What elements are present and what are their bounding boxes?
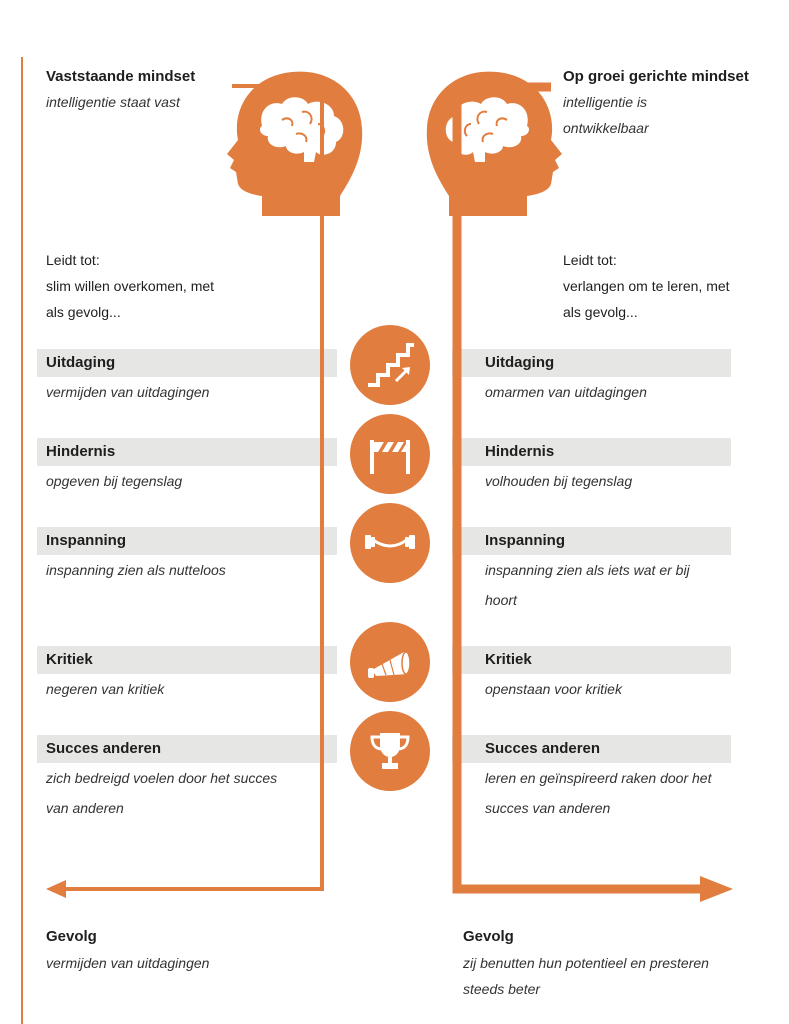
band-inspanning-left (37, 527, 337, 555)
megaphone-icon (368, 651, 411, 678)
band-succes-left (37, 735, 337, 763)
band-uitdaging-right (452, 349, 731, 377)
row-label-right: Inspanning (485, 532, 565, 549)
row-desc-right: leren en geïnspireerd raken door het suc… (485, 770, 712, 816)
trophy-icon-circle (350, 711, 430, 791)
growth-mindset-arrowhead (700, 876, 733, 902)
stairs-icon-circle (350, 325, 430, 405)
row-desc-left: negeren van kritiek (46, 681, 165, 697)
row-label-left: Uitdaging (46, 354, 116, 371)
row-label-right: Kritiek (485, 651, 532, 668)
row-desc-left: opgeven bij tegenslag (46, 473, 183, 489)
fixed-mindset-subtitle: intelligentie staat vast (46, 94, 180, 110)
band-uitdaging-left (37, 349, 337, 377)
fixed-mindset-leads-to: Leidt tot: slim willen overkomen, met al… (46, 252, 215, 320)
row-desc-left: zich bedreigd voelen door het succes van… (46, 770, 278, 816)
trophy-icon (370, 733, 410, 769)
growth-outcome-title: Gevolg (463, 928, 514, 945)
band-hindernis-left (37, 438, 337, 466)
row-label-left: Hindernis (46, 443, 116, 460)
row-label-right: Hindernis (485, 443, 555, 460)
band-hindernis-right (452, 438, 731, 466)
band-inspanning-right (452, 527, 731, 555)
growth-mindset-subtitle: intelligentie is ontwikkelbaar (563, 94, 649, 136)
row-desc-right: openstaan voor kritiek (485, 681, 622, 697)
growth-mindset-leads-to: Leidt tot: verlangen om te leren, met al… (563, 252, 730, 320)
row-desc-right: omarmen van uitdagingen (485, 384, 647, 400)
row-desc-right: volhouden bij tegenslag (485, 473, 633, 489)
row-label-left: Kritiek (46, 651, 93, 668)
barrier-icon-circle (350, 414, 430, 494)
fixed-outcome-title: Gevolg (46, 928, 97, 945)
growth-mindset-path (452, 82, 705, 894)
megaphone-icon-circle (350, 622, 430, 702)
fixed-mindset-title: Vaststaande mindset (46, 68, 196, 85)
barbell-icon-circle (350, 503, 430, 583)
band-kritiek-left (37, 646, 337, 674)
row-label-right: Succes anderen (485, 740, 601, 757)
left-margin-rule (21, 57, 23, 1024)
row-label-left: Inspanning (46, 532, 126, 549)
row-label-right: Uitdaging (485, 354, 555, 371)
row-desc-right: inspanning zien als iets wat er bij hoor… (485, 562, 690, 608)
row-label-left: Succes anderen (46, 740, 162, 757)
growth-mindset-title: Op groei gerichte mindset (563, 68, 749, 85)
barrier-icon (370, 440, 410, 474)
row-desc-left: inspanning zien als nutteloos (46, 562, 226, 578)
fixed-mindset-arrowhead (46, 880, 66, 898)
fixed-mindset-path (64, 84, 324, 891)
stairs-icon (368, 343, 414, 387)
fixed-outcome-text: vermijden van uitdagingen (46, 955, 210, 971)
band-succes-right (452, 735, 731, 763)
barbell-icon (365, 535, 415, 549)
band-kritiek-right (452, 646, 731, 674)
growth-outcome-text: zij benutten hun potentieel en presteren… (463, 955, 709, 997)
row-desc-left: vermijden van uitdagingen (46, 384, 210, 400)
